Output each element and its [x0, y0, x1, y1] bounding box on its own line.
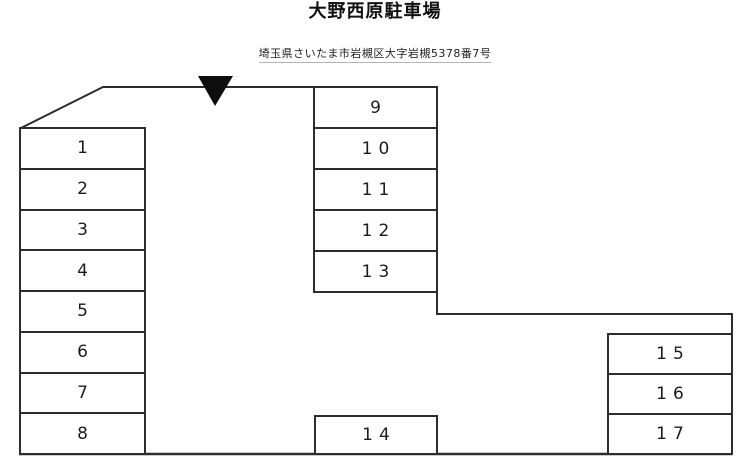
page-title: 大野西原駐車場 — [308, 1, 442, 22]
parking-space-label: 1 — [77, 138, 88, 159]
address-subtitle: 埼玉県さいたま市岩槻区大字岩槻5378番7号 — [258, 45, 492, 63]
parking-space-label: 12 — [361, 220, 396, 241]
parking-space-5: 5 — [21, 290, 144, 331]
parking-column-left: 1 2 3 4 5 6 7 8 — [19, 127, 146, 455]
parking-space-label: 4 — [77, 260, 88, 281]
parking-space-14: 14 — [316, 417, 436, 453]
parking-space-label: 3 — [77, 219, 88, 240]
parking-space-9: 9 — [315, 88, 436, 127]
parking-space-3: 3 — [21, 208, 144, 250]
parking-space-label: 5 — [77, 301, 88, 322]
parking-space-17: 17 — [609, 413, 731, 453]
parking-space-15: 15 — [609, 335, 731, 373]
parking-space-label: 2 — [77, 179, 88, 200]
parking-space-label: 8 — [77, 423, 88, 444]
parking-space-label: 6 — [77, 342, 88, 363]
parking-space-16: 16 — [609, 373, 731, 413]
parking-space-label: 11 — [361, 179, 396, 200]
parking-space-11: 11 — [315, 168, 436, 209]
parking-space-label: 15 — [656, 344, 690, 364]
parking-space-4: 4 — [21, 249, 144, 290]
parking-space-12: 12 — [315, 209, 436, 250]
parking-space-6: 6 — [21, 330, 144, 372]
parking-space-14-box: 14 — [314, 415, 438, 455]
parking-space-label: 10 — [361, 138, 396, 159]
parking-space-label: 17 — [656, 424, 690, 444]
parking-space-label: 9 — [370, 97, 381, 118]
entrance-triangle-icon — [198, 76, 233, 106]
parking-column-middle: 9 10 11 12 13 — [313, 86, 438, 293]
parking-column-right: 15 16 17 — [607, 333, 733, 455]
parking-space-1: 1 — [21, 129, 144, 168]
parking-space-13: 13 — [315, 250, 436, 291]
parking-space-8: 8 — [21, 412, 144, 453]
parking-space-10: 10 — [315, 127, 436, 168]
parking-space-label: 13 — [361, 261, 396, 282]
parking-space-label: 14 — [362, 425, 396, 445]
parking-space-label: 16 — [656, 384, 690, 404]
parking-space-label: 7 — [77, 382, 88, 403]
parking-space-2: 2 — [21, 167, 144, 209]
map-header: 大野西原駐車場 埼玉県さいたま市岩槻区大字岩槻5378番7号 — [0, 1, 750, 63]
parking-space-7: 7 — [21, 371, 144, 413]
